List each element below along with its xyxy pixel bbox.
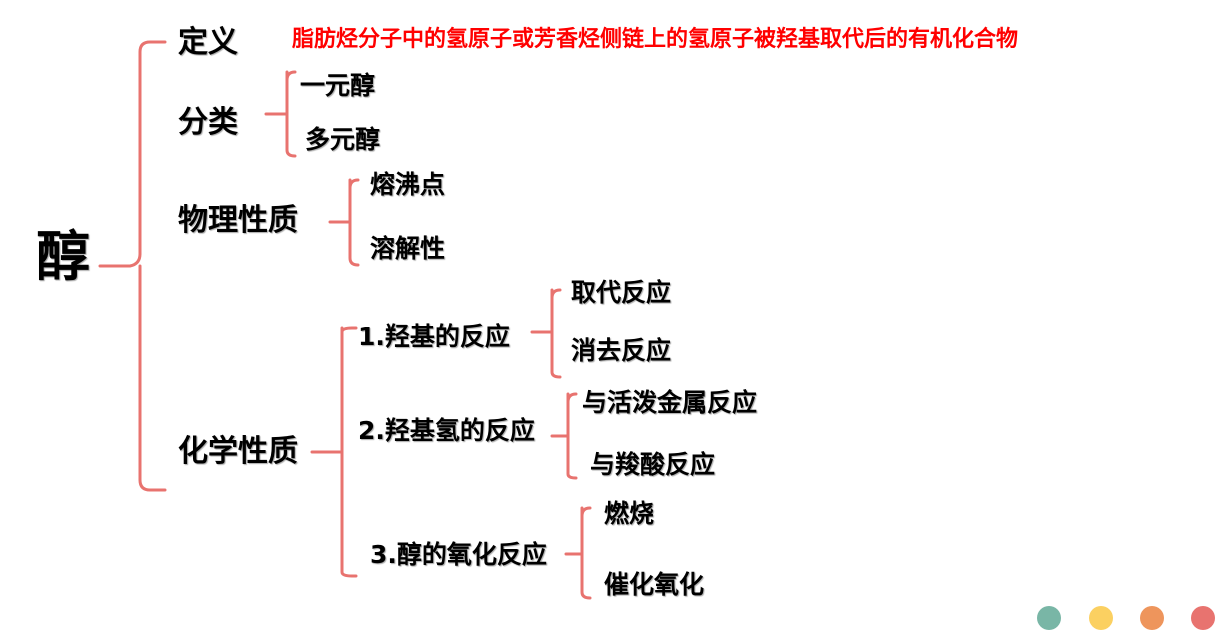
decorative-dot-red [1191,606,1215,630]
root-node: 醇 [36,225,90,288]
physical-item: 溶解性 [370,234,446,263]
definition-label: 定义 [178,25,238,60]
chemical-subgroup: 3.醇的氧化反应 [370,540,547,569]
reaction-item: 消去反应 [571,336,672,365]
classification-item: 多元醇 [305,125,381,154]
reaction-item: 与羧酸反应 [590,450,716,479]
physical-item: 熔沸点 [370,170,446,199]
bracket-lines [98,40,592,600]
decorative-dot-yellow [1089,606,1113,630]
decorative-dot-teal [1037,606,1061,630]
chemical-subgroup: 2.羟基氢的反应 [358,416,535,445]
reaction-item: 取代反应 [571,278,672,307]
classification-label: 分类 [178,105,238,140]
classification-item: 一元醇 [300,71,376,100]
decorative-dot-orange [1140,606,1164,630]
reaction-item: 与活泼金属反应 [582,388,758,417]
definition-text: 脂肪烃分子中的氢原子或芳香烃侧链上的氢原子被羟基取代后的有机化合物 [292,27,1019,52]
chemical-label: 化学性质 [178,434,298,469]
chemical-subgroup: 1.羟基的反应 [358,322,510,351]
physical-label: 物理性质 [178,203,298,238]
reaction-item: 燃烧 [604,499,655,528]
reaction-item: 催化氧化 [604,570,705,599]
